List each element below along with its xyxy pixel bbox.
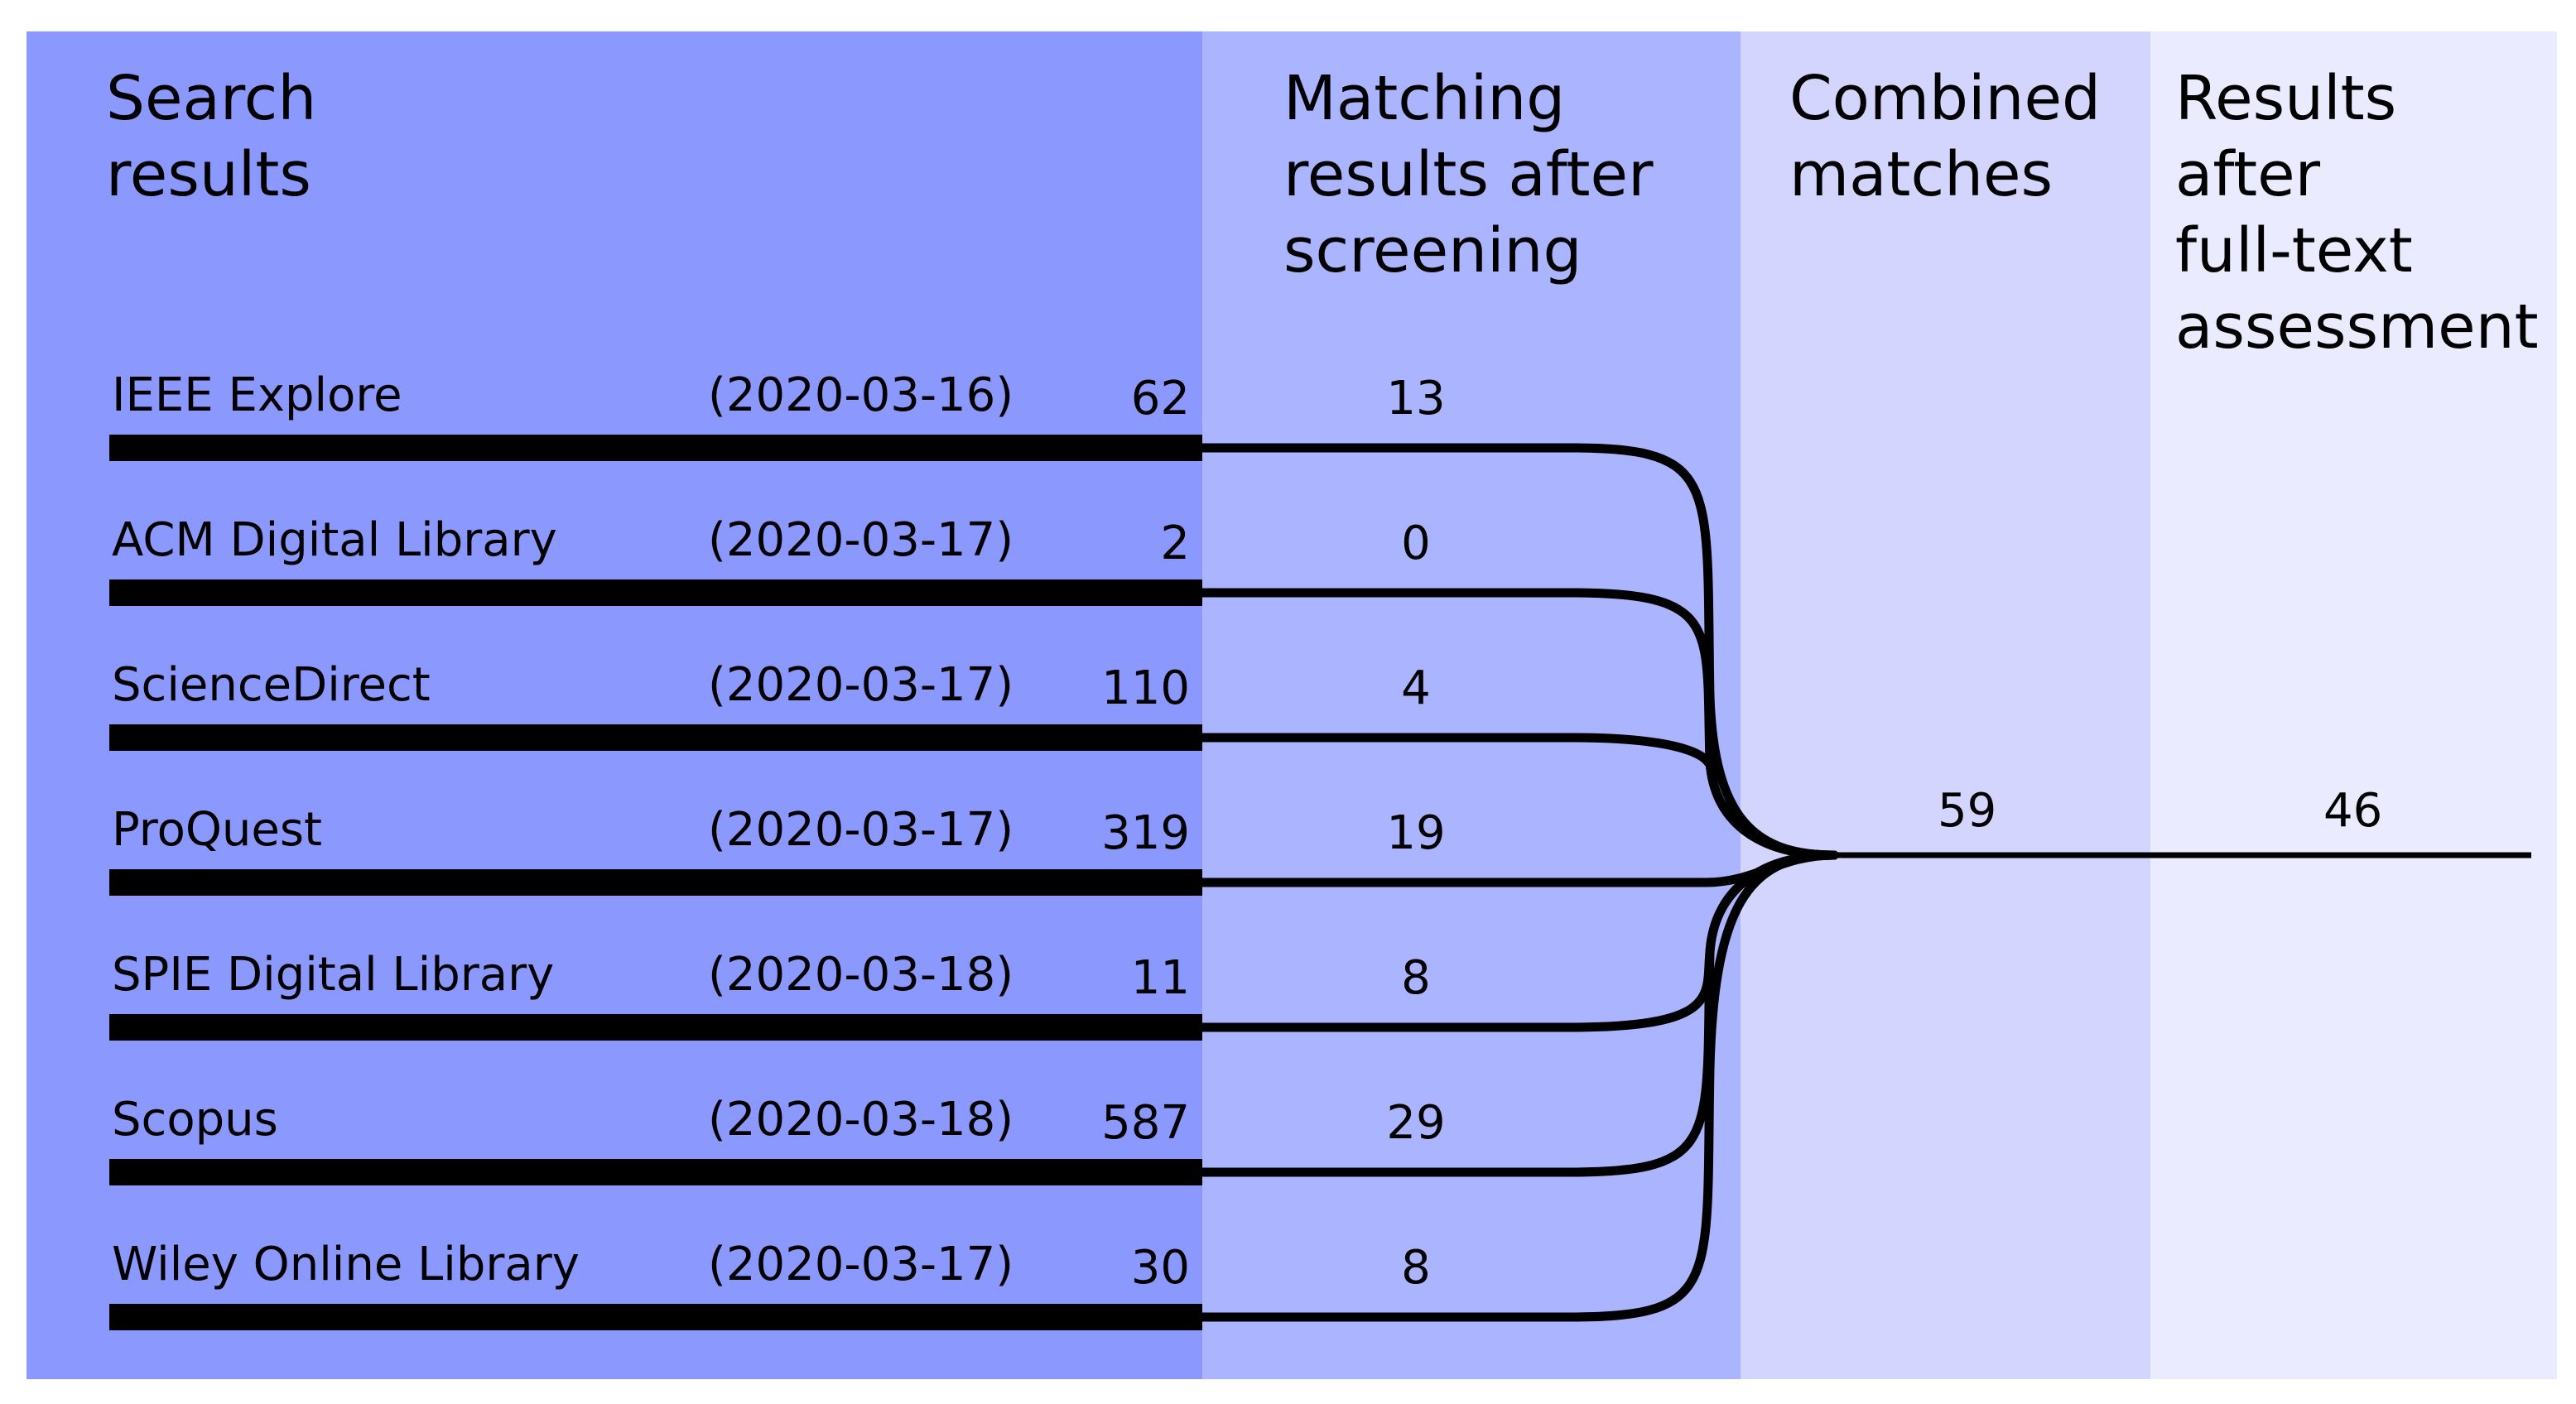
search-date: (2020-03-16)	[708, 368, 1014, 422]
fulltext-value: 46	[2323, 784, 2383, 838]
search-date: (2020-03-18)	[708, 1093, 1014, 1147]
source-name: ACM Digital Library	[112, 513, 557, 567]
search-result-bar	[109, 1014, 1202, 1041]
search-result-count: 587	[1101, 1096, 1190, 1150]
search-result-bar	[109, 579, 1202, 606]
search-result-count: 110	[1101, 661, 1190, 715]
screening-column	[1202, 31, 1741, 1379]
search-result-count: 30	[1130, 1241, 1190, 1295]
search-result-bar	[109, 724, 1202, 751]
merge-curve	[1564, 850, 1839, 1177]
screened-count: 19	[1386, 806, 1446, 860]
source-name: Scopus	[112, 1093, 278, 1147]
screened-count: 29	[1386, 1096, 1446, 1150]
source-name: ProQuest	[112, 803, 322, 857]
search-result-bar	[109, 1304, 1202, 1330]
screened-count: 4	[1401, 661, 1431, 715]
search-result-count: 62	[1130, 372, 1190, 426]
screened-count: 8	[1401, 1241, 1431, 1295]
screened-count: 13	[1386, 372, 1446, 426]
search-result-count: 319	[1101, 806, 1190, 860]
merge-curve	[1564, 850, 1839, 1322]
source-name: Wiley Online Library	[112, 1238, 580, 1291]
search-results-column	[26, 31, 1202, 1379]
search-date: (2020-03-18)	[708, 948, 1014, 1002]
source-name: IEEE Explore	[112, 368, 402, 422]
search-date: (2020-03-17)	[708, 1238, 1014, 1291]
fulltext-column	[2150, 31, 2557, 1379]
screened-count: 8	[1401, 951, 1431, 1005]
source-name: ScienceDirect	[112, 658, 431, 712]
search-result-count: 11	[1130, 951, 1190, 1005]
search-date: (2020-03-17)	[708, 513, 1014, 567]
combined-matches-header: Combined matches	[1789, 63, 2101, 210]
search-date: (2020-03-17)	[708, 658, 1014, 712]
search-result-bar	[109, 869, 1202, 896]
screening-header: Matching results after screening	[1283, 63, 1654, 286]
search-result-bar	[109, 435, 1202, 461]
search-result-count: 2	[1160, 517, 1190, 570]
combined-matches-column	[1741, 31, 2150, 1379]
merge-curve	[1564, 588, 1839, 860]
search-date: (2020-03-17)	[708, 803, 1014, 857]
combined-value: 59	[1938, 784, 1997, 838]
screened-count: 0	[1401, 517, 1431, 570]
fulltext-header: Results after full-text assessment	[2175, 63, 2539, 363]
search-results-header: Search results	[106, 63, 317, 210]
source-name: SPIE Digital Library	[112, 948, 555, 1002]
search-result-bar	[109, 1159, 1202, 1185]
merge-curve	[1564, 733, 1839, 860]
